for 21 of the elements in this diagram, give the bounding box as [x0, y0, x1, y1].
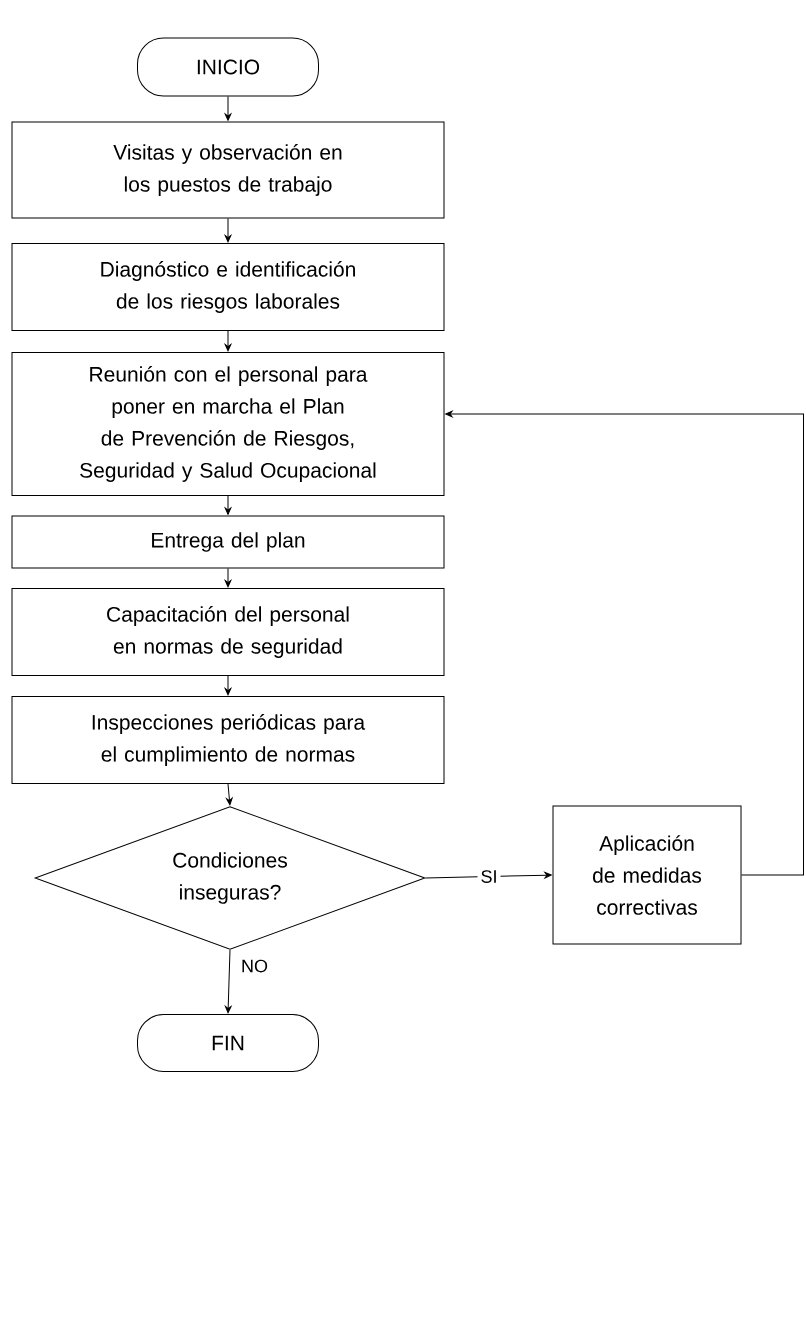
arrow [445, 410, 804, 876]
arrow [425, 871, 552, 879]
arrow [224, 949, 232, 1014]
process-box: Diagnóstico e identificación de los riesgos laborales [11, 243, 445, 331]
edge-label: SI [477, 867, 501, 886]
terminal-box: INICIO [137, 37, 319, 97]
arrow [224, 675, 232, 696]
edge-label: NO [242, 959, 268, 973]
process-box: Entrega del plan [11, 515, 445, 569]
process-box: Visitas y observación en los puestos de trabajo [11, 121, 445, 219]
process-box: Inspecciones periódicas para el cumplimiento de normas [11, 696, 445, 784]
arrow [224, 495, 232, 515]
arrow [226, 783, 233, 806]
process-box: Capacitación del personal en normas de seguridad [11, 588, 445, 676]
arrow [224, 568, 232, 588]
arrow [224, 330, 232, 352]
terminal-box: FIN [137, 1014, 319, 1072]
arrow [224, 96, 232, 121]
arrow [224, 218, 232, 243]
process-box: Reunión con el personal para poner en marcha el Plan de Prevención de Riesgos, Seguridad y Salud Ocupacional [11, 352, 445, 496]
process-box: Aplicación de medidas correctivas [552, 805, 742, 945]
